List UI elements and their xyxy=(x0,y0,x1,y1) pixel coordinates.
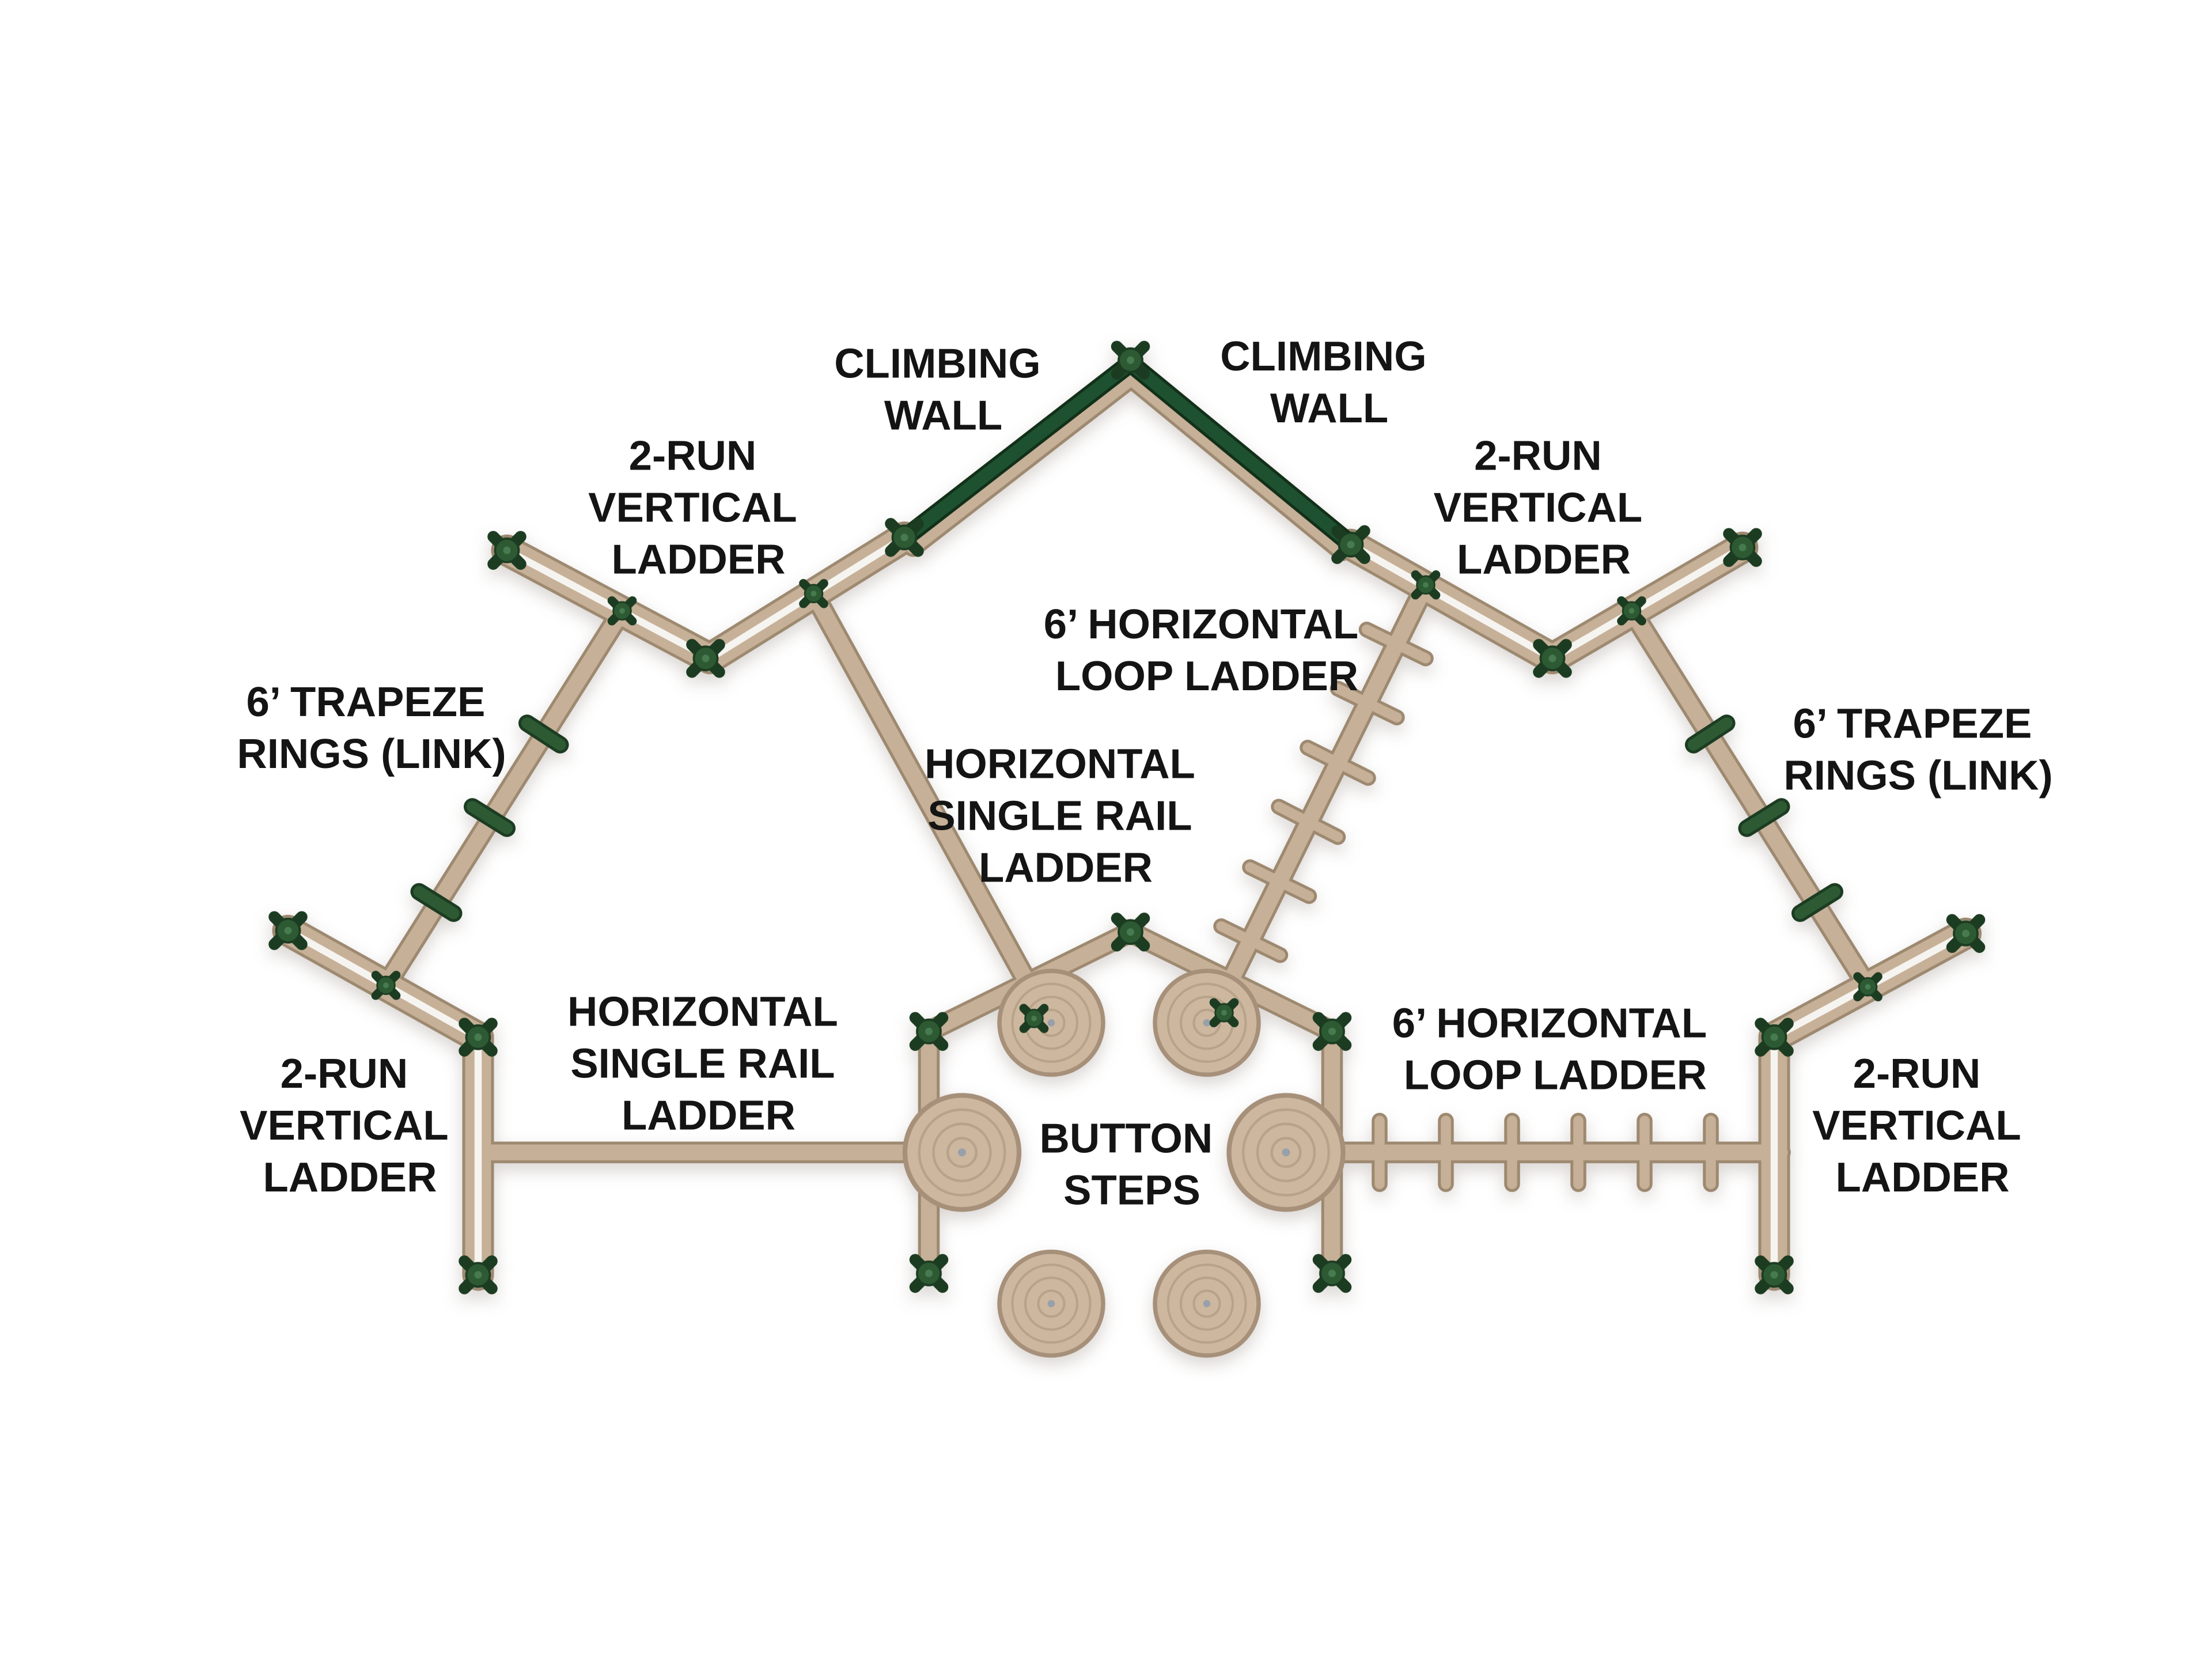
playground-structure xyxy=(274,347,1979,1356)
label-2-run-vertical-ladder-bottom-left: 2-RUN VERTICAL LADDER xyxy=(240,1050,460,1201)
connector-clamp-icon xyxy=(1214,1002,1234,1023)
connector-clamp-icon xyxy=(692,645,719,672)
label-climbing-wall-left: CLIMBING WALL xyxy=(834,340,1052,438)
connector-clamp-icon xyxy=(1319,1260,1346,1288)
label-6ft-trapeze-rings-left: 6’ TRAPEZE RINGS (LINK) xyxy=(237,679,506,777)
button-step xyxy=(999,971,1103,1074)
connector-clamp-icon xyxy=(1622,600,1642,621)
connector-clamp-icon xyxy=(915,1260,943,1288)
connector-clamp-icon xyxy=(274,917,302,945)
label-2-run-vertical-ladder-top-right: 2-RUN VERTICAL LADDER xyxy=(1434,432,1654,582)
connector-clamp-icon xyxy=(1024,1008,1044,1029)
connector-clamp-icon xyxy=(1415,574,1436,595)
label-6ft-trapeze-rings-right: 6’ TRAPEZE RINGS (LINK) xyxy=(1783,700,2052,799)
trapeze-rings xyxy=(410,714,1843,922)
connector-clamp-icon xyxy=(915,1018,943,1046)
label-climbing-wall-right: CLIMBING WALL xyxy=(1220,333,1438,432)
connector-clamp-icon xyxy=(1319,1018,1346,1046)
connector-clamp-icon xyxy=(1729,534,1756,562)
label-horizontal-single-rail-ladder-center: HORIZONTAL SINGLE RAIL LADDER xyxy=(925,740,1207,891)
label-button-steps: BUTTON STEPS xyxy=(1040,1115,1225,1213)
labels: CLIMBING WALL CLIMBING WALL 2-RUN VERTIC… xyxy=(237,333,2052,1214)
connector-clamp-icon xyxy=(1117,347,1145,374)
label-6ft-horizontal-loop-ladder-bottom: 6’ HORIZONTAL LOOP LADDER xyxy=(1392,1000,1719,1098)
button-step xyxy=(1229,1095,1343,1209)
connector-clamp-icon xyxy=(1858,977,1878,997)
label-2-run-vertical-ladder-top-left: 2-RUN VERTICAL LADDER xyxy=(588,432,809,582)
connector-clamp-icon xyxy=(1117,918,1145,946)
button-step xyxy=(1155,971,1259,1074)
connector-clamp-icon xyxy=(1337,531,1365,559)
connector-clamp-icon xyxy=(464,1024,492,1051)
connector-clamp-icon xyxy=(891,524,918,551)
connector-clamp-icon xyxy=(1760,1261,1788,1289)
connector-clamp-icon xyxy=(493,537,521,565)
connector-clamp-icon xyxy=(1952,920,1980,948)
connector-clamp-icon xyxy=(464,1261,492,1289)
connector-clamp-icon xyxy=(612,600,632,621)
label-2-run-vertical-ladder-bottom-right: 2-RUN VERTICAL LADDER xyxy=(1812,1050,2033,1201)
connector-clamp-icon xyxy=(1539,645,1566,672)
button-step xyxy=(905,1095,1019,1209)
connector-clamp-icon xyxy=(376,975,396,996)
label-horizontal-single-rail-ladder-bottom-left: HORIZONTAL SINGLE RAIL LADDER xyxy=(567,988,850,1138)
button-step xyxy=(999,1252,1103,1356)
connector-clamp-icon xyxy=(804,583,824,604)
label-6ft-horizontal-loop-ladder-top: 6’ HORIZONTAL LOOP LADDER xyxy=(1044,601,1370,699)
connector-clamp-icon xyxy=(1760,1024,1788,1051)
button-step xyxy=(1155,1252,1259,1356)
trapeze-ring-clamps xyxy=(413,717,1840,920)
